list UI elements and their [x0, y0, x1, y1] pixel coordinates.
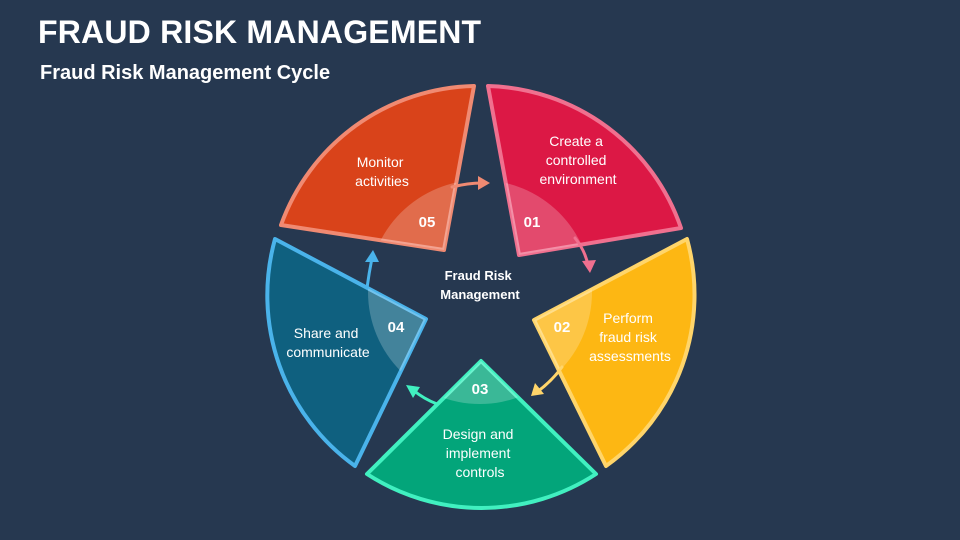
- segment-create-controlled-environment: [486, 84, 683, 257]
- arrowhead-01-to-02: [582, 260, 596, 273]
- arrowhead-02-to-03: [531, 383, 544, 396]
- step-label-04: Share and communicate: [286, 325, 369, 360]
- segment-perform-fraud-risk-assessments: [532, 237, 697, 468]
- center-overlay: [368, 180, 592, 404]
- step-number-02: 02: [554, 319, 571, 336]
- arrowhead-05-to-01: [478, 176, 490, 190]
- step-number-01: 01: [524, 214, 541, 231]
- segment-share-and-communicate: [265, 237, 428, 468]
- segment-monitor-activities: [279, 84, 476, 252]
- segment-design-implement-controls: [365, 359, 598, 510]
- center-label: Fraud Risk Management: [440, 268, 520, 302]
- step-label-01: Create a controlled environment: [539, 133, 616, 187]
- step-number-03: 03: [472, 381, 489, 398]
- arrowhead-04-to-05: [365, 250, 379, 262]
- step-label-03: Design and implement controls: [443, 426, 518, 480]
- page-title: FRAUD RISK MANAGEMENT: [38, 14, 482, 50]
- page-subtitle: Fraud Risk Management Cycle: [40, 62, 331, 84]
- step-number-05: 05: [419, 214, 436, 231]
- arrow-04-to-05: [365, 256, 374, 290]
- step-number-04: 04: [388, 319, 405, 336]
- arrow-02-to-03: [535, 365, 564, 394]
- arrowhead-03-to-04: [406, 385, 420, 398]
- step-label-05: Monitor activities: [355, 154, 409, 189]
- step-label-02: Perform fraud risk assessments: [589, 310, 671, 364]
